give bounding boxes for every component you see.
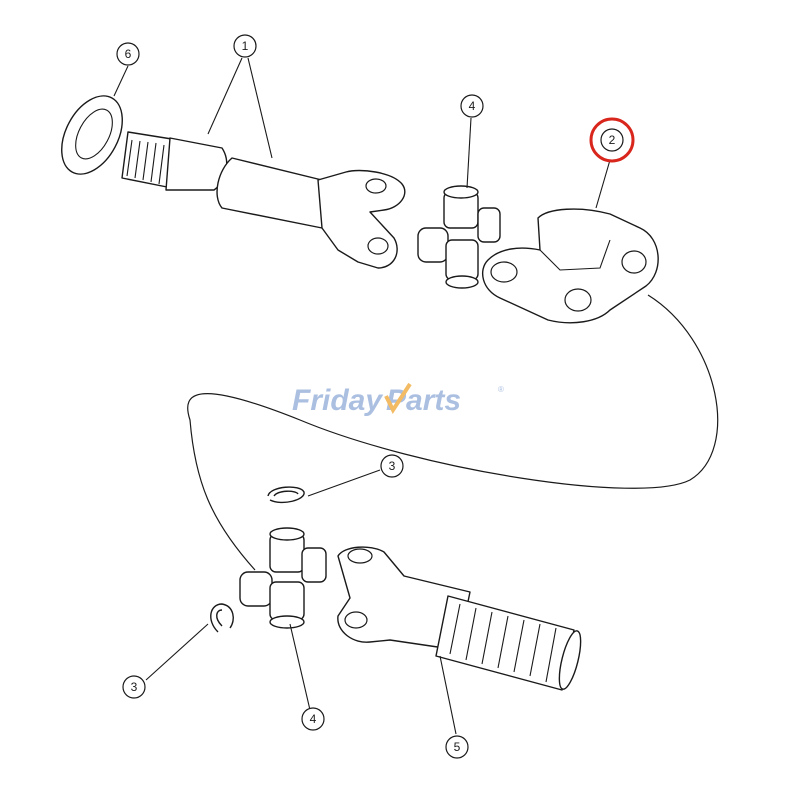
callout-3-upper: 3 [380,454,404,478]
part-5-slip-yoke [337,546,582,691]
leader-4a [466,117,472,189]
assembly-loop-line [187,294,719,571]
part-2-bearing-support [481,208,659,324]
watermark-check-icon [384,382,412,415]
callout-4-upper: 4 [460,94,484,118]
part-1-driveshaft [121,131,406,269]
callout-4-lower: 4 [301,707,325,731]
svg-text:®: ® [498,385,504,394]
svg-text:2: 2 [609,133,616,147]
svg-text:4: 4 [469,99,476,113]
leader-3b [145,623,209,681]
svg-text:3: 3 [131,680,138,694]
part-4-ujoint-upper [417,185,501,289]
part-4-ujoint-lower [239,527,327,629]
callout-1: 1 [233,34,257,58]
callout-6: 6 [116,42,140,66]
svg-text:4: 4 [310,712,317,726]
part-3-snap-ring-upper [267,486,305,504]
leader-4b [289,623,311,711]
leader-6 [113,65,129,97]
leader-5 [439,655,457,735]
part-3-snap-ring-lower [210,603,234,633]
leader-1a [207,57,243,135]
leader-3a [307,469,381,497]
leader-1b [247,57,273,159]
callout-3-lower: 3 [122,675,146,699]
leader-2 [595,159,611,209]
svg-text:6: 6 [125,47,132,61]
svg-text:5: 5 [454,740,461,754]
callout-5: 5 [445,735,469,759]
watermark-part1: Friday [292,384,383,417]
part-6-seal-ring [61,95,123,175]
callout-2: 2 [589,117,635,163]
svg-text:1: 1 [242,39,249,53]
svg-text:3: 3 [389,459,396,473]
highlight-ring [589,117,635,163]
